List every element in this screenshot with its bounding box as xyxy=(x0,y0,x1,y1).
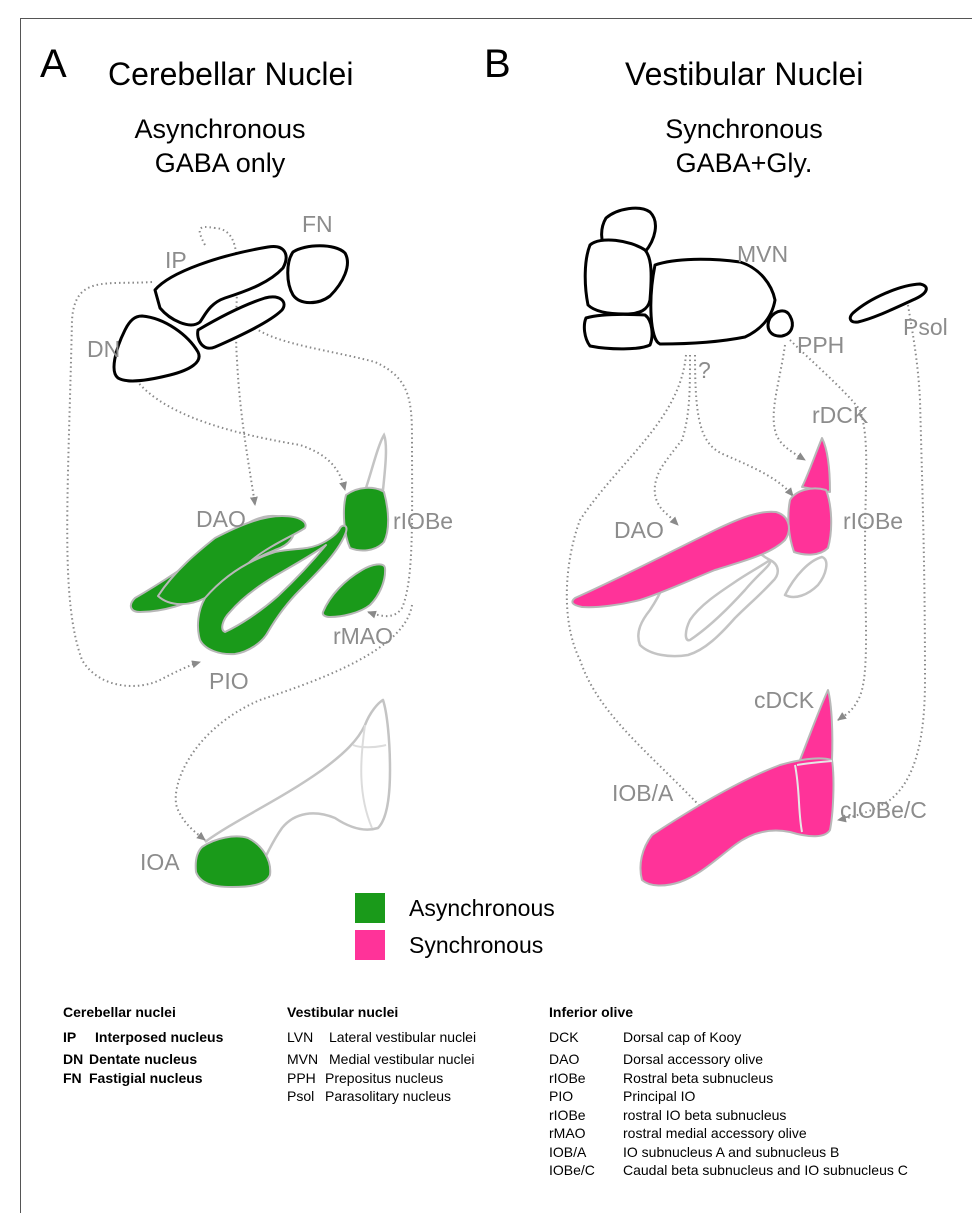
legend-asynchronous: Asynchronous xyxy=(355,893,555,923)
fn-nucleus xyxy=(288,246,348,303)
label-rdck: rDCK xyxy=(812,402,869,428)
abbr-heading-vestibular: Vestibular nuclei xyxy=(287,1003,476,1022)
caudal-io-inner-lines-a xyxy=(353,725,386,828)
psol-to-ciobec-path xyxy=(838,305,925,820)
rdck-shape-b xyxy=(802,438,830,492)
abbr-term: LVN xyxy=(287,1028,329,1047)
abbr-definition: Dentate nucleus xyxy=(89,1050,197,1069)
abbr-row: FNFastigial nucleus xyxy=(63,1069,223,1088)
pph-to-rdck-path xyxy=(774,345,805,460)
abbr-definition: Principal IO xyxy=(623,1087,695,1106)
abbr-term: PIO xyxy=(549,1087,623,1106)
label-cdck: cDCK xyxy=(754,687,815,713)
riobe-shape-b xyxy=(788,488,831,554)
abbr-term: IOBe/C xyxy=(549,1161,623,1180)
abbr-term: IP xyxy=(63,1028,95,1047)
iobe-c-shape-b xyxy=(640,758,833,885)
nuclei-diagram: IP FN DN DAO rIOBe rMAO PIO IOA xyxy=(0,0,973,1000)
rmao-outline-b xyxy=(785,557,826,597)
vn-left-upper xyxy=(585,240,651,314)
abbr-term: Psol xyxy=(287,1087,325,1106)
vn-left-lower xyxy=(584,314,652,348)
ioa-shape-a xyxy=(196,836,271,887)
legend-synchronous: Synchronous xyxy=(355,930,543,960)
label-psol: Psol xyxy=(903,314,948,340)
label-dao-a: DAO xyxy=(196,506,246,532)
abbr-definition: rostral medial accessory olive xyxy=(623,1124,807,1143)
label-mvn: MVN xyxy=(737,241,788,267)
abbr-term: DCK xyxy=(549,1028,623,1047)
abbr-definition: Dorsal accessory olive xyxy=(623,1050,763,1069)
mvn-nucleus xyxy=(651,259,775,344)
legend-swatch-pink xyxy=(355,930,385,960)
abbr-definition: Parasolitary nucleus xyxy=(325,1087,451,1106)
abbr-term: rMAO xyxy=(549,1124,623,1143)
pph-nucleus xyxy=(768,311,792,336)
label-rmao: rMAO xyxy=(333,623,393,649)
abbr-term: rIOBe xyxy=(549,1069,623,1088)
abbr-term: rIOBe xyxy=(549,1106,623,1125)
label-pio: PIO xyxy=(209,668,249,694)
abbr-term: MVN xyxy=(287,1050,329,1069)
abbr-definition: Rostral beta subnucleus xyxy=(623,1069,773,1088)
abbr-row: rIOBerostral IO beta subnucleus xyxy=(549,1106,908,1125)
abbr-definition: rostral IO beta subnucleus xyxy=(623,1106,786,1125)
label-dn: DN xyxy=(87,336,120,362)
abbr-term: FN xyxy=(63,1069,89,1088)
label-riobe-a: rIOBe xyxy=(393,508,453,534)
abbr-heading-cerebellar: Cerebellar nuclei xyxy=(63,1003,223,1022)
abbr-definition: Lateral vestibular nuclei xyxy=(329,1028,476,1047)
abbr-term: PPH xyxy=(287,1069,325,1088)
label-question: ? xyxy=(698,357,711,383)
label-dao-b: DAO xyxy=(614,517,664,543)
legend-synchronous-label: Synchronous xyxy=(409,932,543,959)
abbr-definition: Caudal beta subnucleus and IO subnucleus… xyxy=(623,1161,908,1180)
panel-a-diagram: IP FN DN DAO rIOBe rMAO PIO IOA xyxy=(67,211,453,887)
abbr-term: DN xyxy=(63,1050,89,1069)
label-ioba: IOB/A xyxy=(612,780,674,806)
label-ciobec: cIOBe/C xyxy=(840,797,927,823)
label-riobe-b: rIOBe xyxy=(843,508,903,534)
legend-swatch-green xyxy=(355,893,385,923)
abbr-definition: Fastigial nucleus xyxy=(89,1069,203,1088)
panel-b-diagram: MVN PPH Psol ? rDCK rIOBe DAO cDCK IOB/A… xyxy=(567,208,948,885)
abbr-definition: Interposed nucleus xyxy=(95,1028,223,1047)
legend-asynchronous-label: Asynchronous xyxy=(409,895,555,922)
abbr-definition: IO subnucleus A and subnucleus B xyxy=(623,1143,839,1162)
dao-shape-b xyxy=(572,512,789,607)
label-fn: FN xyxy=(302,211,333,237)
abbr-row: IPInterposed nucleus xyxy=(63,1028,223,1047)
abbr-definition: Dorsal cap of Kooy xyxy=(623,1028,741,1047)
label-ip: IP xyxy=(165,247,187,273)
rmao-shape-a xyxy=(323,564,385,617)
label-ioa: IOA xyxy=(140,849,180,875)
abbr-definition: Prepositus nucleus xyxy=(325,1069,443,1088)
rdck-outline-a xyxy=(366,435,386,490)
mvn-to-dao-path xyxy=(655,355,690,525)
abbr-term: IOB/A xyxy=(549,1143,623,1162)
abbr-row: IOBe/CCaudal beta subnucleus and IO subn… xyxy=(549,1161,908,1180)
riobe-shape-a xyxy=(344,488,388,551)
abbr-term: DAO xyxy=(549,1050,623,1069)
abbr-definition: Medial vestibular nuclei xyxy=(329,1050,475,1069)
label-pph: PPH xyxy=(797,332,844,358)
abbr-heading-olive: Inferior olive xyxy=(549,1003,908,1022)
